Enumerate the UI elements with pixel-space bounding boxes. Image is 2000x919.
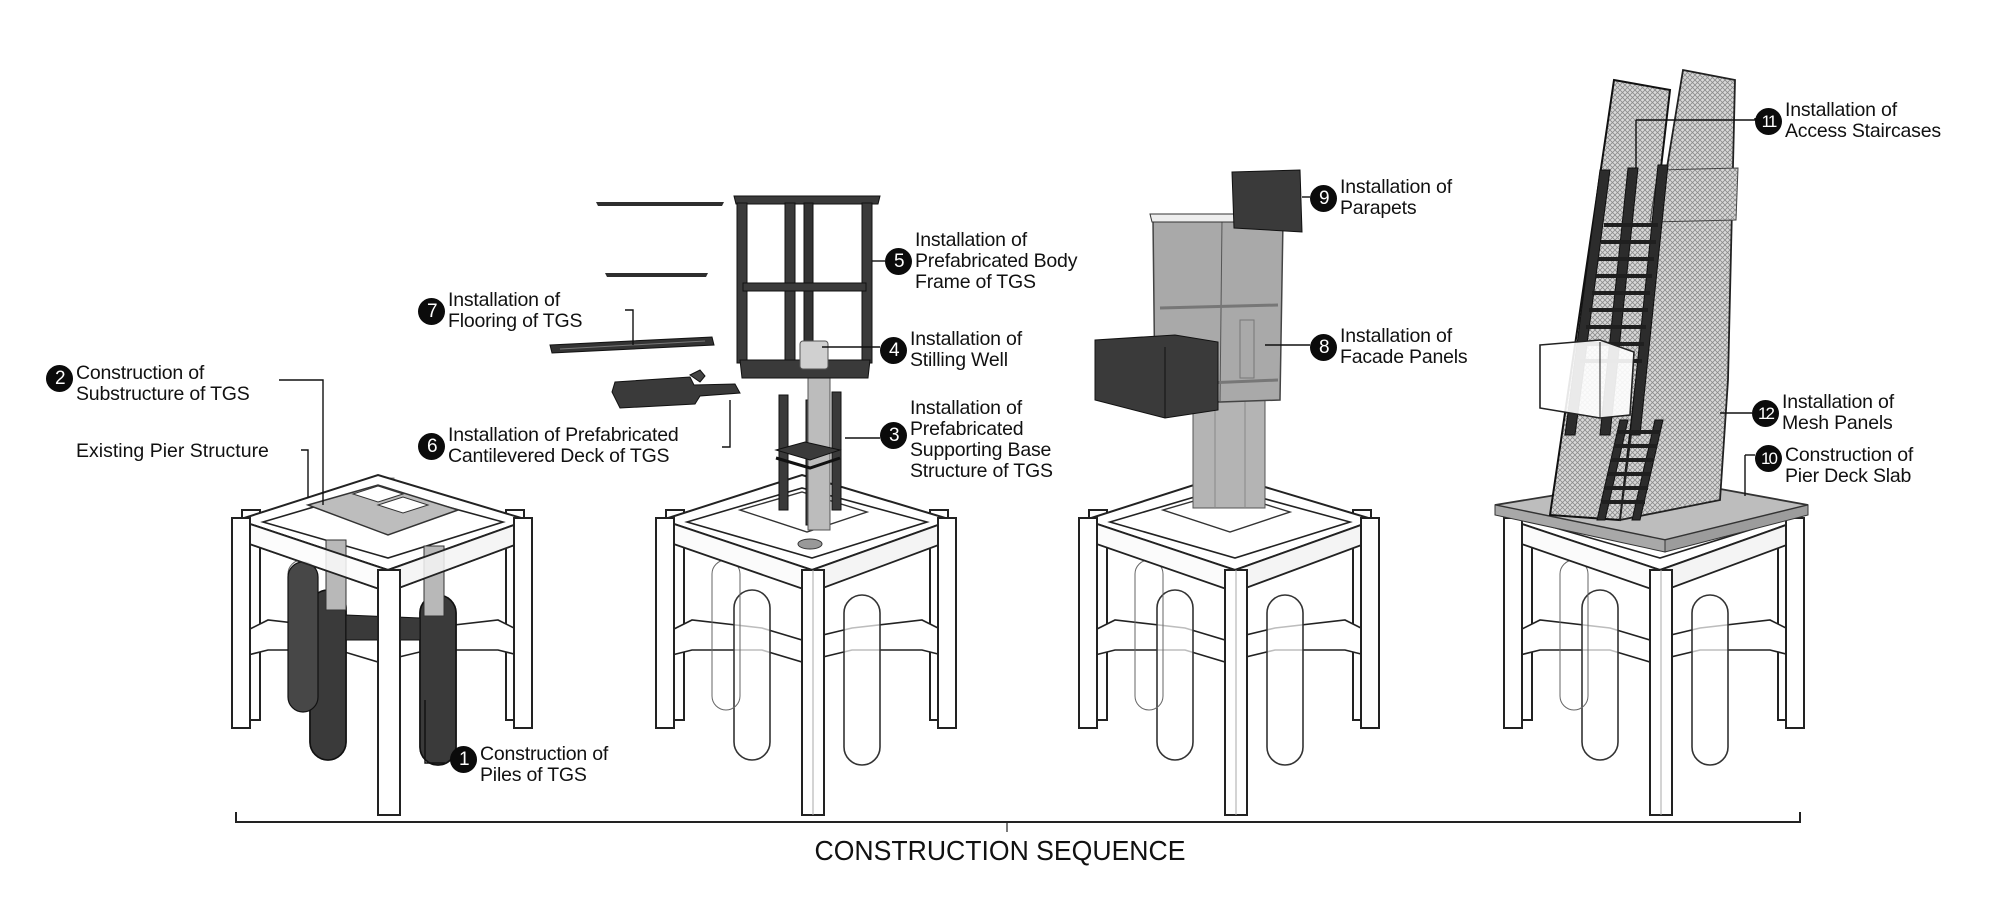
callout-3-line-1: Installation of <box>910 397 1022 419</box>
step-2-badge: 2 <box>46 365 73 392</box>
callout-9-line-2: Parapets <box>1340 197 1417 219</box>
callout-2-line-1: Construction of <box>76 362 205 384</box>
callout-8-line-1: Installation of <box>1340 325 1452 347</box>
sequence-bracket <box>235 812 1801 832</box>
pile <box>287 561 319 713</box>
callout-11-line-1: Installation of <box>1785 99 1897 121</box>
step-9-badge: 9 <box>1310 185 1337 212</box>
step-8-badge: 8 <box>1310 334 1337 361</box>
callout-5-line-1: Installation of <box>915 229 1027 251</box>
step-6-badge: 6 <box>418 433 445 460</box>
step-12-badge: 12 <box>1752 400 1779 427</box>
stage-1-substructure <box>231 474 533 816</box>
callout-1-line-1: Construction of <box>480 743 609 765</box>
stilling-well <box>799 340 829 370</box>
callout-11-line-2: Access Staircases <box>1785 120 1941 142</box>
step-10-badge: 10 <box>1755 445 1782 472</box>
callout-7-line-2: Flooring of TGS <box>448 310 583 332</box>
step-5-badge: 5 <box>885 248 912 275</box>
existing-pier-structure-label: Existing Pier Structure <box>76 440 269 462</box>
callout-12-line-2: Mesh Panels <box>1782 412 1893 434</box>
prefab-body-frame <box>733 195 881 379</box>
callout-6-line-1: Installation of Prefabricated <box>448 424 679 446</box>
flooring-plates <box>549 202 724 354</box>
callout-9-line-1: Installation of <box>1340 176 1452 198</box>
leader-lines <box>279 118 1756 764</box>
step-3-badge: 3 <box>880 422 907 449</box>
callout-2-line-2: Substructure of TGS <box>76 383 250 405</box>
stage-2-frame-assembly <box>655 474 957 816</box>
callout-3-line-3: Supporting Base <box>910 439 1052 461</box>
step-1-badge: 1 <box>450 746 477 773</box>
callout-1-line-2: Piles of TGS <box>480 764 587 786</box>
callout-7-line-1: Installation of <box>448 289 560 311</box>
callout-3-line-2: Prefabricated <box>910 418 1024 440</box>
callout-8-line-2: Facade Panels <box>1340 346 1468 368</box>
callout-3-line-4: Structure of TGS <box>910 460 1053 482</box>
callout-10-line-1: Construction of <box>1785 444 1914 466</box>
step-4-badge: 4 <box>880 337 907 364</box>
callout-4-line-2: Stilling Well <box>910 349 1008 371</box>
landing-parapet <box>1539 339 1635 419</box>
callout-5-line-2: Prefabricated Body <box>915 250 1078 272</box>
parapet <box>1231 169 1303 233</box>
callout-5-line-3: Frame of TGS <box>915 271 1036 293</box>
callout-12-line-1: Installation of <box>1782 391 1894 413</box>
step-11-badge: 11 <box>1755 108 1782 135</box>
callout-10-line-2: Pier Deck Slab <box>1785 465 1912 487</box>
step-7-badge: 7 <box>418 298 445 325</box>
callout-4-line-1: Installation of <box>910 328 1022 350</box>
mesh-tower <box>1539 68 1739 522</box>
cantilevered-deck <box>611 369 741 409</box>
facade-tower <box>1094 169 1303 509</box>
parapet <box>1094 334 1219 419</box>
callout-6-line-2: Cantilevered Deck of TGS <box>448 445 670 467</box>
diagram-title: CONSTRUCTION SEQUENCE <box>814 835 1186 866</box>
stage-3-facade <box>1078 474 1380 816</box>
